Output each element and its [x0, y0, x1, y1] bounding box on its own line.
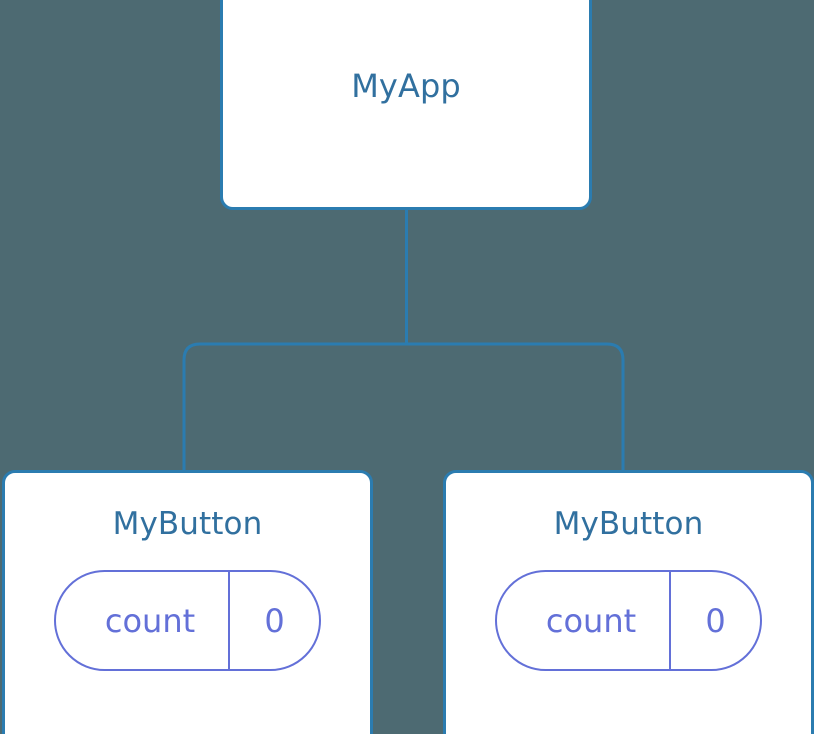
edge-to-child-left — [182, 342, 407, 470]
edge-to-child-right — [406, 342, 625, 470]
state-pill-count-2[interactable]: count 0 — [495, 570, 762, 671]
state-pill-key: count — [104, 601, 196, 640]
node-myapp[interactable]: MyApp — [220, 0, 592, 210]
node-mybutton-1[interactable]: MyButton count 0 — [2, 470, 373, 734]
node-mybutton-2[interactable]: MyButton count 0 — [443, 470, 814, 734]
state-pill-value: 0 — [228, 572, 319, 669]
state-pill-count-1[interactable]: count 0 — [54, 570, 321, 671]
state-pill-value: 0 — [669, 572, 760, 669]
state-pill-key: count — [545, 601, 637, 640]
node-mybutton-2-label: MyButton — [553, 506, 704, 542]
node-myapp-label: MyApp — [351, 67, 461, 105]
node-mybutton-1-label: MyButton — [112, 506, 263, 542]
